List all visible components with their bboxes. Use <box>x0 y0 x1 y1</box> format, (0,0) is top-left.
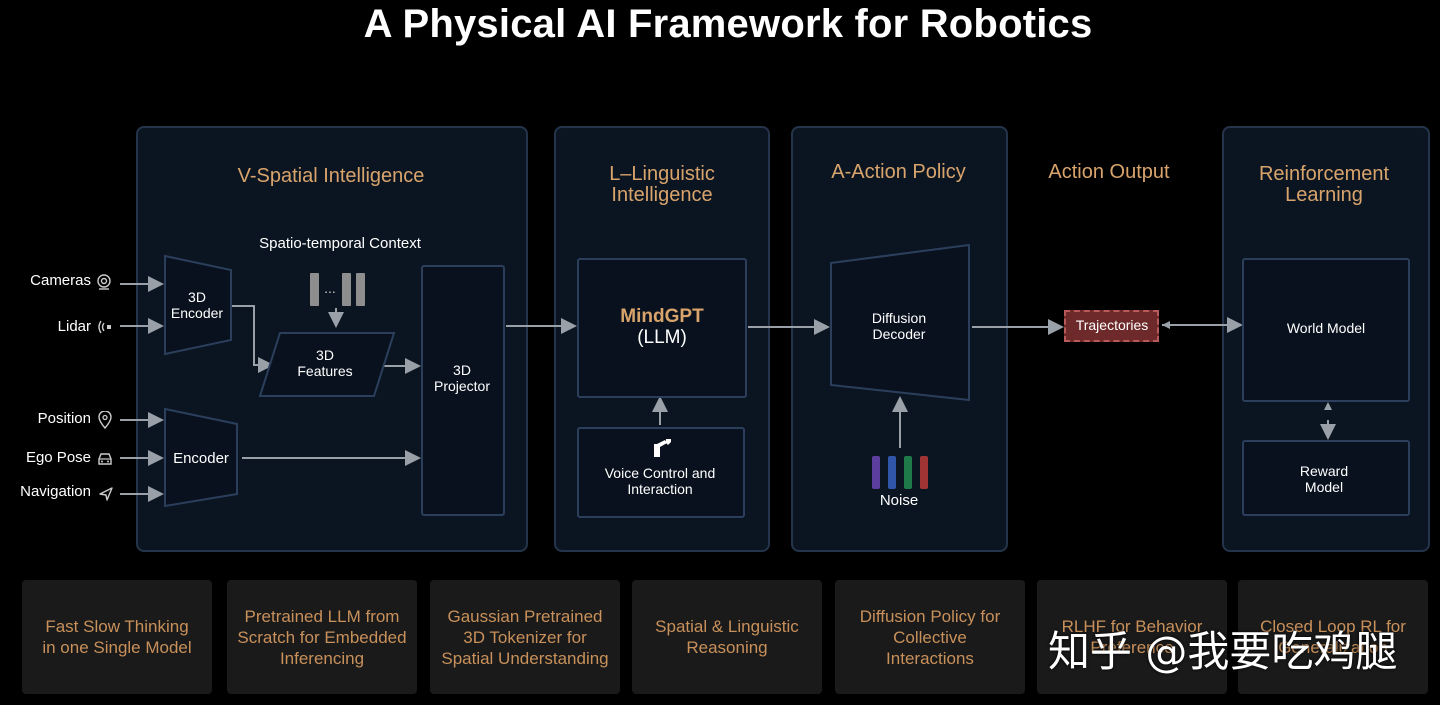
watermark: 知乎 @我要吃鸡腿 <box>1048 627 1398 676</box>
spatio-temporal-context-label: Spatio-temporal Context <box>259 235 421 252</box>
lidar-icon <box>98 320 111 334</box>
location-pin-icon <box>98 411 112 429</box>
page-title: A Physical AI Framework for Robotics <box>363 2 1093 46</box>
input-label-position: Position <box>37 410 91 427</box>
trajectories-box <box>1064 310 1159 342</box>
spatial-intelligence-title: V-Spatial Intelligence <box>237 165 425 187</box>
input-label-ego-pose: Ego Pose <box>25 449 91 466</box>
world-model-label: World Model <box>1286 320 1366 336</box>
features-3d-label: 3D Features <box>297 347 353 379</box>
mindgpt-label: MindGPT <box>620 306 704 327</box>
camera-icon <box>97 274 111 290</box>
feature-text: RLHF for Behavior Preference <box>1061 617 1203 657</box>
noise-label: Noise <box>879 492 919 509</box>
feature-card: Gaussian Pretrained 3D Tokenizer for Spa… <box>430 580 620 694</box>
world-model-back-arrowhead <box>1162 321 1170 329</box>
feature-text: Pretrained LLM from Scratch for Embedded… <box>237 606 407 668</box>
reinforcement-learning-title: Reinforcement Learning <box>1258 163 1390 206</box>
feature-text: Spatial & Linguistic Reasoning <box>655 617 799 657</box>
context-token <box>342 273 351 306</box>
input-label-navigation: Navigation <box>20 483 91 500</box>
feature-card: Pretrained LLM from Scratch for Embedded… <box>227 580 417 694</box>
feature-card: Diffusion Policy for Collective Interact… <box>835 580 1025 694</box>
car-icon <box>98 453 112 465</box>
context-ellipsis: ... <box>324 280 336 296</box>
navigation-arrow-icon <box>99 487 113 501</box>
world-model-box <box>1242 258 1410 402</box>
reward-to-world-arrowhead <box>1324 402 1332 410</box>
feature-text: Diffusion Policy for Collective Interact… <box>859 606 1001 668</box>
input-label-lidar: Lidar <box>57 318 91 335</box>
encoder-to-features-arrow <box>232 305 274 373</box>
context-token <box>310 273 319 306</box>
reward-model-box <box>1242 440 1410 516</box>
trajectories-label: Trajectories <box>1075 317 1149 333</box>
noise-bar-purple <box>872 456 880 489</box>
feature-card: Spatial & Linguistic Reasoning <box>632 580 822 694</box>
llm-label: (LLM) <box>637 327 687 348</box>
diffusion-decoder-label: Diffusion Decoder <box>871 310 927 342</box>
encoder-label: Encoder <box>173 450 229 467</box>
voice-control-label: Voice Control and Interaction <box>604 465 716 497</box>
projector-3d-box <box>421 265 505 516</box>
linguistic-intelligence-title: L–Linguistic Intelligence <box>609 163 715 206</box>
robot-arm-icon <box>654 439 671 457</box>
encoder-3d-label: 3D Encoder <box>170 289 224 321</box>
encoder-3d-shape <box>164 254 232 356</box>
noise-bar-blue <box>888 456 896 489</box>
features-3d-shape <box>258 332 396 397</box>
diffusion-decoder-shape <box>830 243 970 402</box>
action-policy-title: A-Action Policy <box>831 161 966 183</box>
feature-card: Closed Loop RL for Generalization <box>1238 580 1428 694</box>
input-label-cameras: Cameras <box>30 272 91 289</box>
context-token <box>356 273 365 306</box>
projector-3d-label: 3D Projector <box>433 362 491 394</box>
encoder-shape <box>164 407 238 508</box>
feature-text: Fast Slow Thinking in one Single Model <box>42 617 192 657</box>
reward-model-label: Reward Model <box>1299 463 1349 495</box>
action-output-title: Action Output <box>1048 161 1170 183</box>
feature-card: Fast Slow Thinking in one Single Model <box>22 580 212 694</box>
noise-bar-red <box>920 456 928 489</box>
noise-bar-green <box>904 456 912 489</box>
feature-card: RLHF for Behavior Preference <box>1037 580 1227 694</box>
feature-text: Gaussian Pretrained 3D Tokenizer for Spa… <box>441 606 609 668</box>
feature-text: Closed Loop RL for Generalization <box>1260 617 1406 657</box>
mindgpt-box <box>577 258 747 398</box>
